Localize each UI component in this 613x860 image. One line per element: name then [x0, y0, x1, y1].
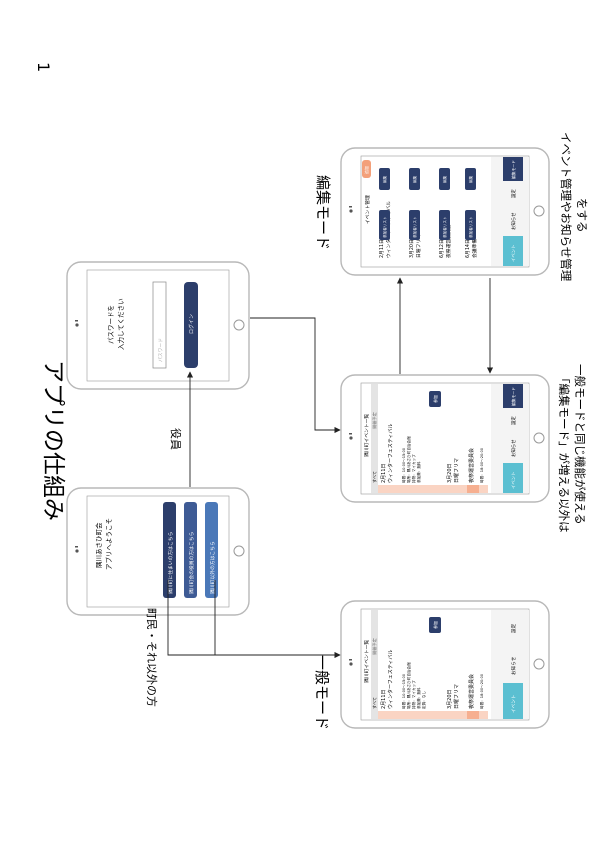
staff-tab-news[interactable]: お知らせ — [510, 439, 517, 457]
general-header: 隅川町イベント一覧 — [363, 640, 370, 683]
edit-event-3-name: 夜祭運営委員会 — [445, 224, 452, 258]
general-detail-3: 持物：マイカップ — [411, 680, 416, 709]
edit-event-3-date: 6月12日 — [439, 239, 445, 258]
edit-edit-1[interactable]: 編集 — [382, 175, 387, 183]
general-register-button[interactable]: 参加 — [432, 621, 438, 629]
label-staff: 役員 — [169, 428, 183, 450]
label-edit-mode: 編集モード — [314, 175, 332, 250]
staff-event-1-name[interactable]: ウィンターフェスティバル — [387, 424, 394, 483]
label-residents: 町民・それ以外の方 — [145, 608, 159, 707]
caption-middle-1: 「編集モード」が増える以外は — [557, 372, 571, 533]
staff-detail-4: 参加費：無料 — [416, 461, 421, 483]
password-input[interactable]: パスワード — [158, 338, 164, 362]
edit-participants-4[interactable]: 参加者リスト — [468, 216, 473, 238]
general-detail-2: 場所：隅川あさひ町自治会館 — [406, 662, 411, 709]
login-prompt-1: パスワードを — [107, 305, 115, 344]
page-title: アプリの仕組み — [40, 360, 66, 521]
edit-event-2-date: 3月20日 — [409, 239, 415, 258]
edit-header: イベント管理 — [364, 195, 371, 224]
staff-detail-3: 持物：マイカップ — [411, 454, 416, 483]
edit-tab-news[interactable]: お知らせ — [510, 212, 517, 230]
staff-time: 時間：18:00〜20:00 — [479, 447, 484, 483]
edit-edit-4[interactable]: 編集 — [468, 175, 473, 183]
staff-event-3-name[interactable]: 夜祭運営委員会 — [468, 448, 475, 483]
general-filter-upcoming[interactable]: 開催予定 — [371, 638, 378, 655]
staff-header: 隅川町イベント一覧 — [363, 414, 370, 457]
welcome-button-staff[interactable]: 隅川町会の役員の方はこちら — [188, 531, 195, 594]
general-event-2-date: 3月20日 — [447, 689, 453, 709]
staff-tab-settings[interactable]: 設定 — [510, 416, 517, 425]
staff-detail-2: 場所：隅川あさひ町自治会館 — [406, 436, 411, 483]
edit-tab-edit-mode[interactable]: 編集モード — [511, 160, 516, 179]
staff-detail-1: 時間：10:00〜15:00 — [401, 447, 406, 483]
staff-event-1-date: 2月11日 — [381, 463, 387, 483]
phone-edit-mode: イベント管理 追加 2月11日 ウィンターフェスティバル 参加者リスト 編集 3… — [340, 147, 550, 276]
general-event-3-name[interactable]: 夜祭運営委員会 — [468, 674, 475, 709]
phone-staff-list: 隅川町イベント一覧 すべて 開催予定 2月11日 ウィンターフェスティバル 時間… — [340, 374, 550, 503]
phone-general: 隅川町イベント一覧 すべて 開催予定 2月11日 ウィンターフェスティバル 時間… — [340, 600, 550, 729]
staff-event-2-name[interactable]: 日曜フリマ — [454, 458, 460, 483]
login-prompt-2: 入力してください — [116, 298, 125, 350]
edit-tab-event[interactable]: イベント — [511, 244, 517, 262]
staff-event-2-date: 3月20日 — [447, 463, 453, 483]
general-tab-event[interactable]: イベント — [511, 695, 517, 713]
edit-edit-3[interactable]: 編集 — [442, 175, 447, 183]
general-filter-all[interactable]: すべて — [372, 697, 378, 709]
staff-filter-all[interactable]: すべて — [372, 471, 378, 483]
staff-tab-event[interactable]: イベント — [511, 471, 517, 489]
general-tab-news[interactable]: お知らせ — [510, 656, 517, 675]
edit-participants-1[interactable]: 参加者リスト — [382, 216, 387, 238]
arrow-welcome-to-general — [167, 580, 215, 656]
general-detail-5: 定員：なし — [421, 691, 426, 709]
welcome-heading-2: アプリへようこそ — [105, 518, 113, 570]
edit-event-1-date: 2月11日 — [379, 239, 385, 258]
edit-event-4-date: 6月14日 — [465, 239, 471, 258]
general-event-2-name[interactable]: 日曜フリマ — [454, 684, 460, 709]
phone-login: パスワードを 入力してください パスワード ログイン — [66, 261, 250, 390]
edit-tab-settings[interactable]: 設定 — [510, 189, 517, 198]
page-number: 1 — [34, 62, 53, 72]
arrow-login-to-staff — [250, 317, 341, 434]
general-event-1-name[interactable]: ウィンターフェスティバル — [387, 650, 394, 709]
welcome-button-resident[interactable]: 隅川町に住まいの方はこちら — [167, 531, 174, 594]
label-general-mode: 一般モード — [313, 655, 331, 730]
staff-filter-upcoming[interactable]: 開催予定 — [371, 412, 378, 429]
edit-participants-2[interactable]: 参加者リスト — [412, 216, 417, 238]
edit-edit-2[interactable]: 編集 — [412, 175, 417, 183]
caption-right-1: イベント管理やお知らせ管理 — [559, 132, 573, 282]
login-button[interactable]: ログイン — [188, 314, 195, 334]
welcome-heading-1: 隅川あさひ町会 — [94, 522, 103, 568]
general-time: 時間：18:00〜20:00 — [479, 673, 484, 709]
general-detail-1: 時間：10:00〜15:00 — [401, 673, 406, 709]
caption-middle-2: 一般モードと同じ機能が使える — [573, 364, 587, 525]
staff-register-button[interactable]: 参加 — [432, 395, 438, 403]
edit-add-button[interactable]: 追加 — [363, 166, 369, 174]
edit-event-4-name: 会議準備 — [471, 239, 478, 258]
general-detail-4: 参加費：無料 — [416, 687, 421, 709]
phone-welcome: 隅川あさひ町会 アプリへようこそ 隅川町に住まいの方はこちら 隅川町会の役員の方… — [66, 487, 250, 616]
edit-participants-3[interactable]: 参加者リスト — [442, 216, 447, 238]
caption-right-2: をする — [575, 198, 589, 233]
general-tab-settings[interactable]: 設定 — [510, 623, 517, 633]
staff-tab-edit-mode[interactable]: 編集モード — [511, 387, 516, 406]
arrow-welcome-to-general-2 — [214, 580, 341, 659]
welcome-button-other[interactable]: 隅川町以外の方はこちら — [209, 541, 216, 594]
edit-event-2-name: 日曜フリマ — [416, 234, 422, 258]
general-event-1-date: 2月11日 — [381, 689, 387, 709]
